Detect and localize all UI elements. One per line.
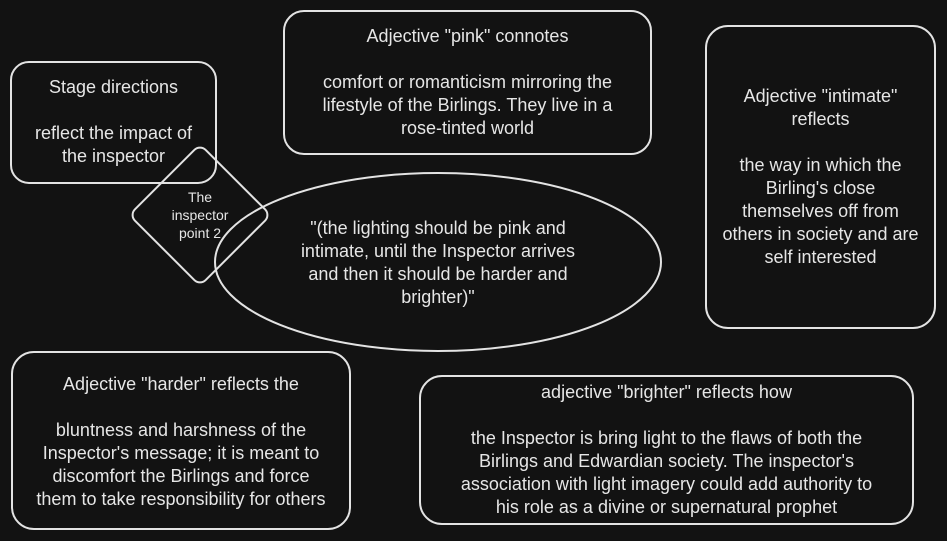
quote-line: "(the lighting should be pink and (310, 218, 566, 238)
quote-line: brighter)" (401, 287, 475, 307)
brighter-body-line: his role as a divine or supernatural pro… (495, 497, 838, 517)
pink-body-line: rose-tinted world (400, 118, 535, 138)
harder-body-line: discomfort the Birlings and force (52, 466, 310, 486)
brighter-body-line: the Inspector is bring light to the flaw… (470, 428, 863, 448)
stage-directions-body-line: the inspector (61, 146, 166, 166)
stage-directions-body-line: reflect the impact of (34, 123, 193, 143)
intimate-heading-line: reflects (791, 109, 850, 129)
pink-label: Adjective "pink" connotes comfort or rom… (284, 25, 651, 140)
inspector-point-label: The inspector point 2 (150, 188, 250, 242)
brighter-body-line: association with light imagery could add… (460, 474, 873, 494)
brighter-label: adjective "brighter" reflects how the In… (420, 381, 913, 519)
pink-box[interactable] (283, 10, 652, 155)
harder-body-line: Inspector's message; it is meant to (42, 443, 320, 463)
inspector-point-line: point 2 (178, 225, 222, 241)
inspector-point-diamond[interactable] (129, 144, 270, 285)
quote-line: and then it should be harder and (308, 264, 568, 284)
harder-body-line: them to take responsibility for others (36, 489, 326, 509)
quote-label: "(the lighting should be pink and intima… (238, 217, 638, 309)
inspector-point-line: The (187, 189, 213, 205)
brighter-box[interactable] (419, 375, 914, 525)
harder-body-line: bluntness and harshness of the (55, 420, 307, 440)
intimate-heading-line: Adjective "intimate" (743, 86, 898, 106)
stage-directions-label: Stage directions reflect the impact of t… (11, 76, 216, 168)
pink-heading: Adjective "pink" connotes (366, 26, 569, 46)
stage-directions-box[interactable] (10, 61, 217, 184)
intimate-box[interactable] (705, 25, 936, 329)
intimate-body-line: self interested (764, 247, 877, 267)
quote-line: intimate, until the Inspector arrives (300, 241, 576, 261)
pink-body-line: lifestyle of the Birlings. They live in … (322, 95, 613, 115)
brighter-heading: adjective "brighter" reflects how (541, 382, 792, 402)
intimate-body-line: the way in which the (739, 155, 902, 175)
intimate-body-line: others in society and are (722, 224, 919, 244)
intimate-body-line: Birling's close (765, 178, 876, 198)
intimate-body-line: themselves off from (742, 201, 899, 221)
intimate-label: Adjective "intimate" reflects the way in… (706, 85, 935, 269)
harder-label: Adjective "harder" reflects the bluntnes… (12, 373, 350, 511)
stage-directions-heading: Stage directions (48, 77, 179, 97)
harder-box[interactable] (11, 351, 351, 530)
harder-heading: Adjective "harder" reflects the (63, 374, 299, 394)
brighter-body-line: Birlings and Edwardian society. The insp… (479, 451, 854, 471)
quote-ellipse[interactable] (214, 172, 662, 352)
inspector-point-line: inspector (171, 207, 229, 223)
pink-body-line: comfort or romanticism mirroring the (322, 72, 613, 92)
